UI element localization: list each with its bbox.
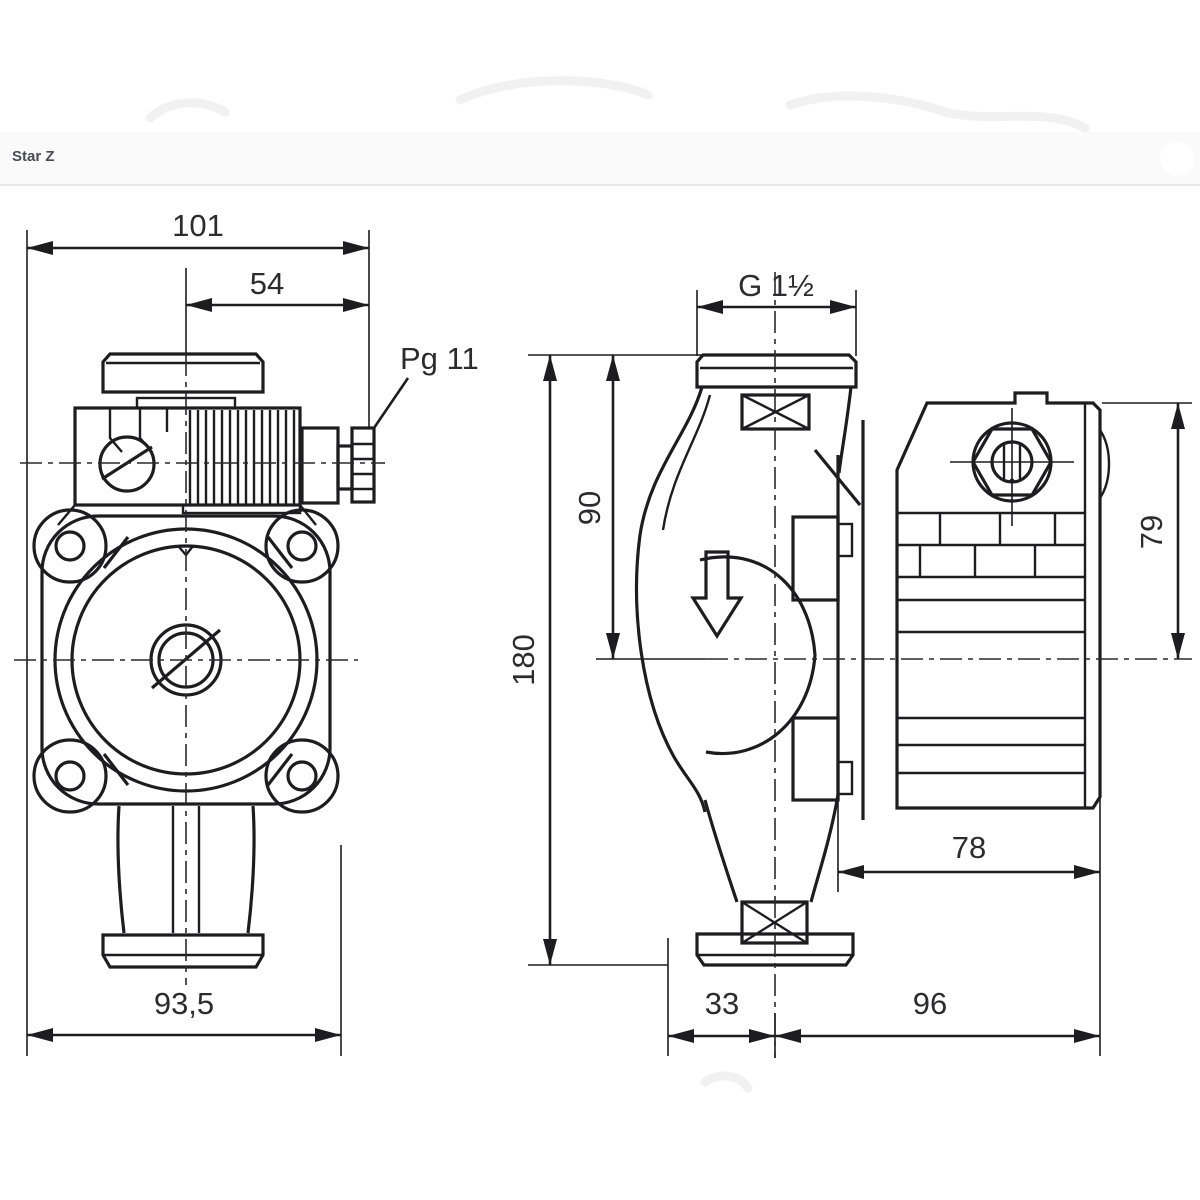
side-view: G 1½ 90 180 79 bbox=[506, 268, 1192, 1058]
dimension-housing-width: 93,5 bbox=[27, 986, 341, 1042]
pump-housing-side bbox=[634, 386, 853, 903]
side-extension-lines bbox=[528, 290, 1192, 1058]
motor-block-side bbox=[895, 391, 1111, 810]
dim-g112-label: G 1½ bbox=[738, 268, 814, 303]
dimension-overall-width: 101 bbox=[27, 208, 369, 255]
flow-direction-arrow-icon bbox=[690, 550, 744, 639]
dimension-center-height: 90 bbox=[572, 355, 620, 659]
dim-180-label: 180 bbox=[506, 634, 541, 686]
union-nut-front bbox=[101, 933, 265, 969]
bolt-hole bbox=[286, 760, 318, 792]
pump-neck-front bbox=[116, 805, 256, 934]
dim-54-label: 54 bbox=[250, 266, 284, 301]
front-centerlines bbox=[14, 354, 385, 985]
bolt-hole bbox=[54, 530, 86, 562]
bolt-hole bbox=[286, 530, 318, 562]
front-view: 101 54 Pg 11 bbox=[14, 208, 479, 1056]
dimension-rear-depth: 96 bbox=[775, 986, 1100, 1043]
dim-79-label: 79 bbox=[1134, 515, 1169, 549]
cable-gland-front bbox=[300, 426, 376, 505]
mounting-plate bbox=[791, 420, 865, 820]
dimension-overall-height: 180 bbox=[506, 355, 557, 965]
cable-gland-side bbox=[950, 408, 1074, 526]
watermark-scribbles bbox=[145, 76, 1090, 1093]
terminal-box bbox=[57, 406, 317, 526]
dim-96-label: 96 bbox=[913, 986, 947, 1021]
header-bar: Star Z bbox=[0, 132, 1200, 186]
dim-93-5-label: 93,5 bbox=[154, 986, 214, 1021]
dim-78-label: 78 bbox=[952, 830, 986, 865]
dimension-front-depth: 33 bbox=[668, 986, 775, 1043]
dim-33-label: 33 bbox=[705, 986, 739, 1021]
dimension-connection-thread: G 1½ bbox=[697, 268, 856, 314]
dimension-motor-depth: 78 bbox=[838, 830, 1100, 879]
dim-90-label: 90 bbox=[572, 491, 607, 525]
dim-pg11-label: Pg 11 bbox=[400, 341, 479, 376]
terminal-box-ribs bbox=[188, 410, 296, 505]
side-centerlines bbox=[596, 272, 1192, 1058]
dimension-motor-head-width: 54 bbox=[186, 266, 369, 312]
cable-gland-callout: Pg 11 bbox=[372, 341, 479, 429]
header-round-button[interactable] bbox=[1160, 142, 1194, 176]
front-extension-lines bbox=[26, 230, 370, 1056]
terminal-box-screw bbox=[98, 435, 156, 493]
bolt-hole bbox=[54, 760, 86, 792]
speed-knob bbox=[101, 352, 265, 410]
dim-101-label: 101 bbox=[172, 208, 224, 243]
top-port-flange bbox=[695, 353, 858, 389]
page-title: Star Z bbox=[12, 148, 55, 165]
dimension-motor-height: 79 bbox=[1134, 403, 1185, 659]
